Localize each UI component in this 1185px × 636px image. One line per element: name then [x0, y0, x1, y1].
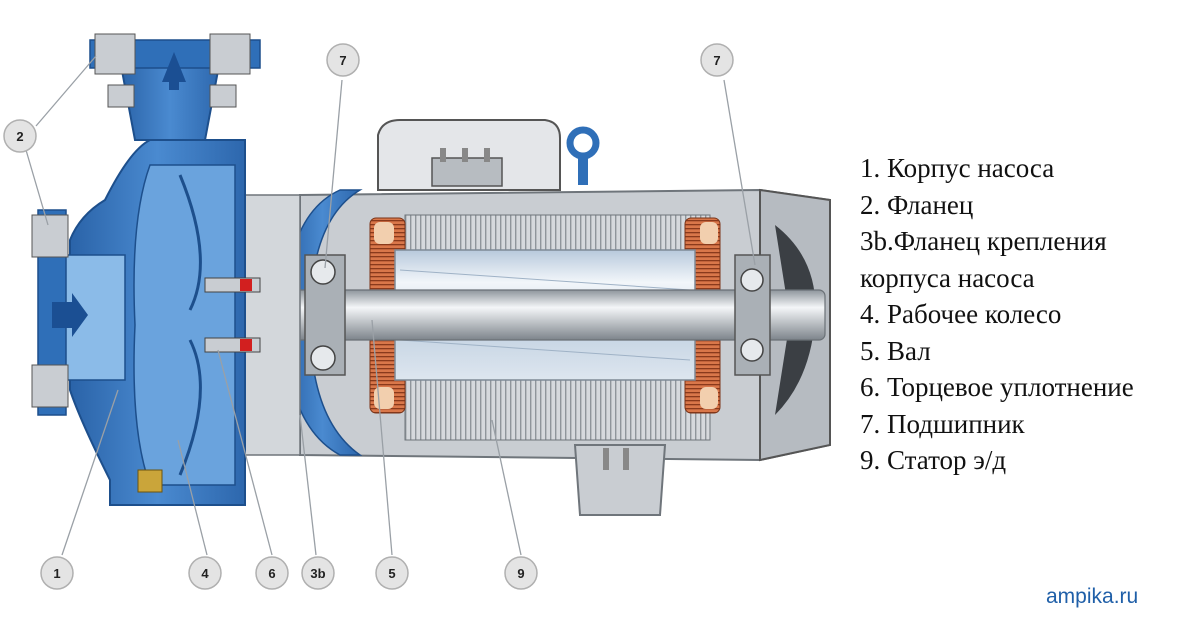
callout-4: 4: [188, 556, 222, 590]
legend-item: 4. Рабочее колесо: [860, 299, 1062, 329]
callout-6: 6: [255, 556, 289, 590]
terminal-box: [377, 119, 561, 191]
legend-item: 9. Статор э/д: [860, 445, 1007, 475]
bearing-front: [304, 254, 346, 376]
legend-item: 5. Вал: [860, 335, 931, 366]
site-watermark: ampika.ru: [1046, 585, 1139, 608]
callout-label: 9: [517, 566, 524, 581]
callout-2: 2: [3, 119, 37, 153]
leader-lines: [25, 55, 756, 556]
flow-arrow-right-icon: [52, 293, 88, 337]
legend-item: 3b.Фланец крепления: [860, 226, 1107, 256]
callout-label: 7: [339, 53, 346, 68]
drain-plug: [137, 469, 163, 493]
callout-label: 5: [388, 566, 395, 581]
flow-arrow-up-icon: [162, 52, 186, 90]
callout-label: 3b: [310, 566, 325, 581]
callout-7-rear: 7: [700, 43, 734, 77]
legend-item: корпуса насоса: [860, 262, 1035, 293]
callout-label: 1: [53, 566, 60, 581]
callout-label: 6: [268, 566, 275, 581]
callout-5: 5: [375, 556, 409, 590]
impeller: [133, 164, 236, 486]
callout-label: 2: [16, 129, 23, 144]
legend-item: 2. Фланец: [860, 189, 974, 220]
pump-housing: [44, 59, 301, 506]
legend-item: 6. Торцевое уплотнение: [860, 372, 1134, 402]
lifting-eye: [566, 126, 600, 185]
callout-7-front: 7: [326, 43, 360, 77]
callout-1: 1: [40, 556, 74, 590]
bearing-rear: [734, 254, 771, 376]
mechanical-seal: [204, 277, 261, 353]
callout-9: 9: [504, 556, 538, 590]
legend-item: 1. Корпус насоса: [860, 153, 1055, 183]
callout-3b: 3b: [301, 556, 335, 590]
legend-item: 7. Подшипник: [860, 408, 1025, 439]
callout-label: 4: [201, 566, 209, 581]
motor-foot: [573, 444, 667, 516]
parts-legend: 1. Корпус насоса 2. Фланец 3b.Фланец кре…: [860, 150, 1134, 479]
callout-label: 7: [713, 53, 720, 68]
